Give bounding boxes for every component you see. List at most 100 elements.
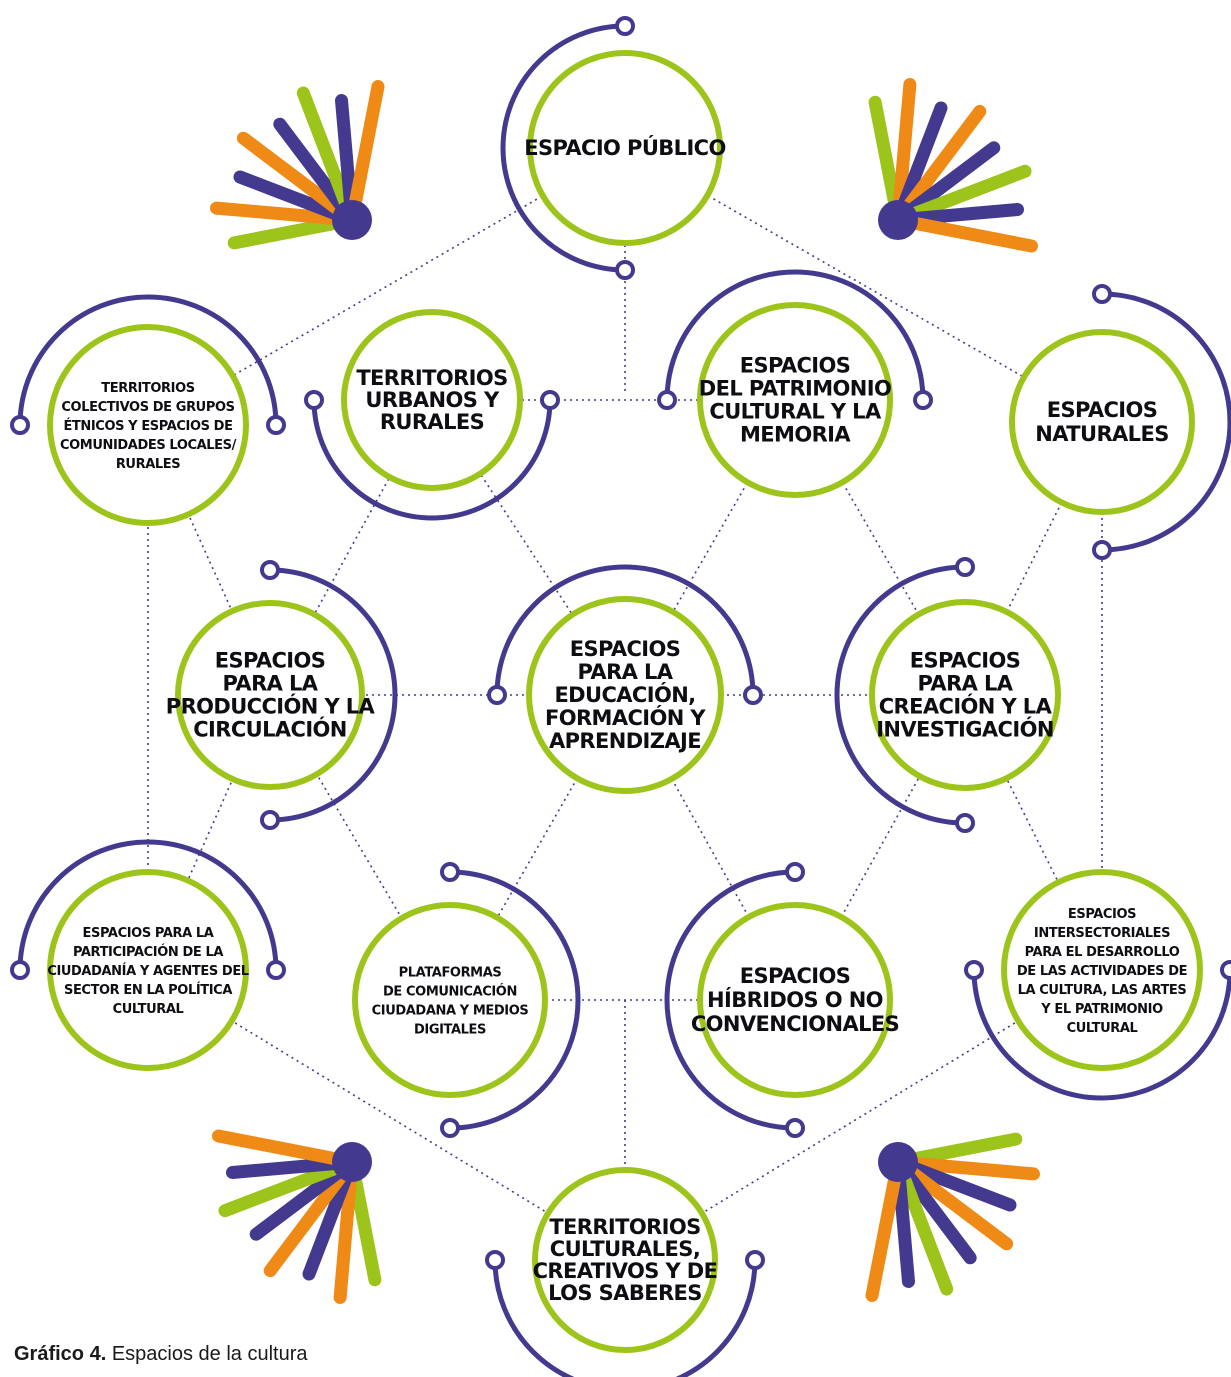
arc-end-ring — [1092, 284, 1112, 304]
node-arc — [971, 969, 1231, 1101]
node-label-line: ESPACIOS — [570, 637, 681, 661]
node-label-line: Y EL PATRIMONIO — [1040, 1002, 1163, 1017]
node-label-line: FORMACIÓN Y — [545, 705, 706, 730]
node-label-line: MEMORIA — [740, 423, 851, 447]
node-label-line: COMUNIDADES LOCALES/ — [60, 438, 237, 453]
node-label-line: INTERSECTORIALES — [1034, 926, 1170, 941]
arc-end-ring — [10, 415, 30, 435]
node-circle — [526, 596, 724, 794]
node-circle — [697, 302, 893, 498]
arc-end-ring — [266, 415, 286, 435]
arc-end-ring — [1220, 960, 1231, 980]
arc-end-ring — [615, 16, 635, 36]
arc-end-ring — [743, 685, 763, 705]
node-arc — [311, 399, 553, 521]
arc-end-ring — [657, 390, 677, 410]
arc-end-ring — [785, 862, 805, 882]
node-label-line: ESPACIOS — [1047, 398, 1158, 422]
node-label-line: EDUCACIÓN, — [554, 682, 695, 707]
fan-bottom-left — [212, 1129, 382, 1304]
fan-top-left — [210, 80, 385, 250]
node-label-line: ESPACIOS — [215, 649, 326, 673]
arc-end-ring — [955, 813, 975, 833]
arc-end-ring — [260, 810, 280, 830]
node-label-line: PLATAFORMAS — [399, 966, 502, 981]
arc-end-ring — [955, 557, 975, 577]
node-label-line: RURALES — [380, 410, 484, 434]
node-label: ESPACIO PÚBLICO — [524, 135, 725, 160]
node-label-line: LOS SABERES — [548, 1281, 702, 1305]
node-label-line: CIUDADANA Y MEDIOS — [372, 1004, 529, 1019]
node-label-line: TERRITORIOS — [549, 1215, 700, 1239]
node-label-line: CULTURAL Y LA — [709, 400, 882, 424]
arc-end-ring — [485, 1250, 505, 1270]
arc-end-ring — [785, 1118, 805, 1138]
node-arc — [1101, 291, 1231, 553]
connector-line — [624, 694, 796, 1001]
fan-ray — [345, 80, 385, 227]
fan-dot — [878, 200, 918, 240]
fan-bottom-right — [865, 1132, 1040, 1302]
node-label-line: ESPACIOS — [740, 354, 851, 378]
node-label-line: DIGITALES — [414, 1023, 486, 1038]
node-label-line: CIUDADANÍA Y AGENTES DEL — [47, 963, 248, 979]
node-circle — [869, 599, 1061, 791]
connector-line — [147, 694, 271, 971]
arc-end-ring — [440, 862, 460, 882]
arc-end-ring — [615, 260, 635, 280]
arc-end-ring — [260, 560, 280, 580]
connector-line — [269, 399, 433, 696]
node-arc — [449, 869, 581, 1131]
node-label-line: ESPACIOS — [740, 964, 851, 988]
node-label-line: PARA LA — [578, 660, 674, 684]
arc-end-ring — [1092, 540, 1112, 560]
node-label-line: CREATIVOS Y DE — [533, 1259, 718, 1283]
node-arc — [500, 23, 626, 273]
node-label-line: ÉTNICOS Y ESPACIOS DE — [63, 418, 232, 434]
arc-end-ring — [487, 685, 507, 705]
connector-line — [794, 694, 966, 1001]
node-circle — [697, 902, 893, 1098]
arc-end-ring — [304, 390, 324, 410]
node-label-line: INVESTIGACIÓN — [876, 717, 1054, 742]
node-label-line: CREACIÓN Y LA — [879, 694, 1053, 719]
node-circle — [47, 869, 249, 1071]
arc-end-ring — [10, 960, 30, 980]
node-label-line: ESPACIO PÚBLICO — [524, 135, 725, 160]
node-label-line: HÍBRIDOS O NO — [707, 987, 883, 1012]
caption-text: Espacios de la cultura — [106, 1343, 308, 1365]
node-circle — [527, 50, 723, 246]
node-arc — [664, 869, 796, 1131]
fan-dot — [878, 1142, 918, 1182]
fan-dot — [332, 1142, 372, 1182]
fan-ray — [891, 213, 1038, 253]
node-arc — [834, 564, 966, 826]
node-circle — [532, 1167, 718, 1353]
node-label-line: CIRCULACIÓN — [193, 717, 347, 742]
node-label-line: ESPACIOS — [1068, 907, 1136, 922]
node-circle — [352, 902, 548, 1098]
node-label-line: DEL PATRIMONIO — [699, 377, 891, 401]
node-label-line: APRENDIZAJE — [549, 729, 701, 753]
caption-label: Gráfico 4. — [14, 1343, 107, 1365]
node-label-line: LA CULTURA, LAS ARTES — [1018, 983, 1187, 998]
node-arc — [494, 564, 756, 696]
